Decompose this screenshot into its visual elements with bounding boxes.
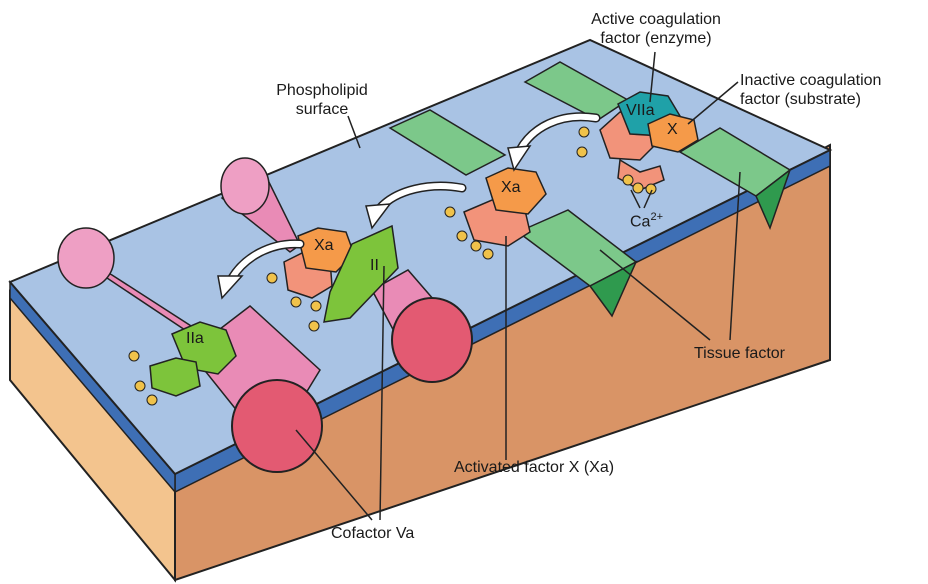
label-ii: II [370, 257, 379, 275]
label-x: X [667, 121, 678, 139]
label-active-enzyme: Active coagulation factor (enzyme) [556, 10, 756, 48]
cofactor-va-right-end [392, 298, 472, 382]
label-activated-factor-x: Activated factor X (Xa) [454, 458, 614, 477]
label-inactive-substrate: Inactive coagulation factor (substrate) [740, 71, 881, 109]
label-iia: IIa [186, 330, 204, 348]
label-cofactor-va: Cofactor Va [331, 524, 414, 543]
label-xa-left: Xa [314, 237, 334, 255]
cofactor-va-left-end [232, 380, 322, 472]
label-xa-middle: Xa [501, 179, 521, 197]
label-calcium: Ca2+ [630, 208, 663, 231]
label-phospholipid-surface: Phospholipid surface [262, 81, 382, 119]
label-viia: VIIa [626, 102, 654, 120]
label-tissue-factor: Tissue factor [694, 344, 785, 363]
